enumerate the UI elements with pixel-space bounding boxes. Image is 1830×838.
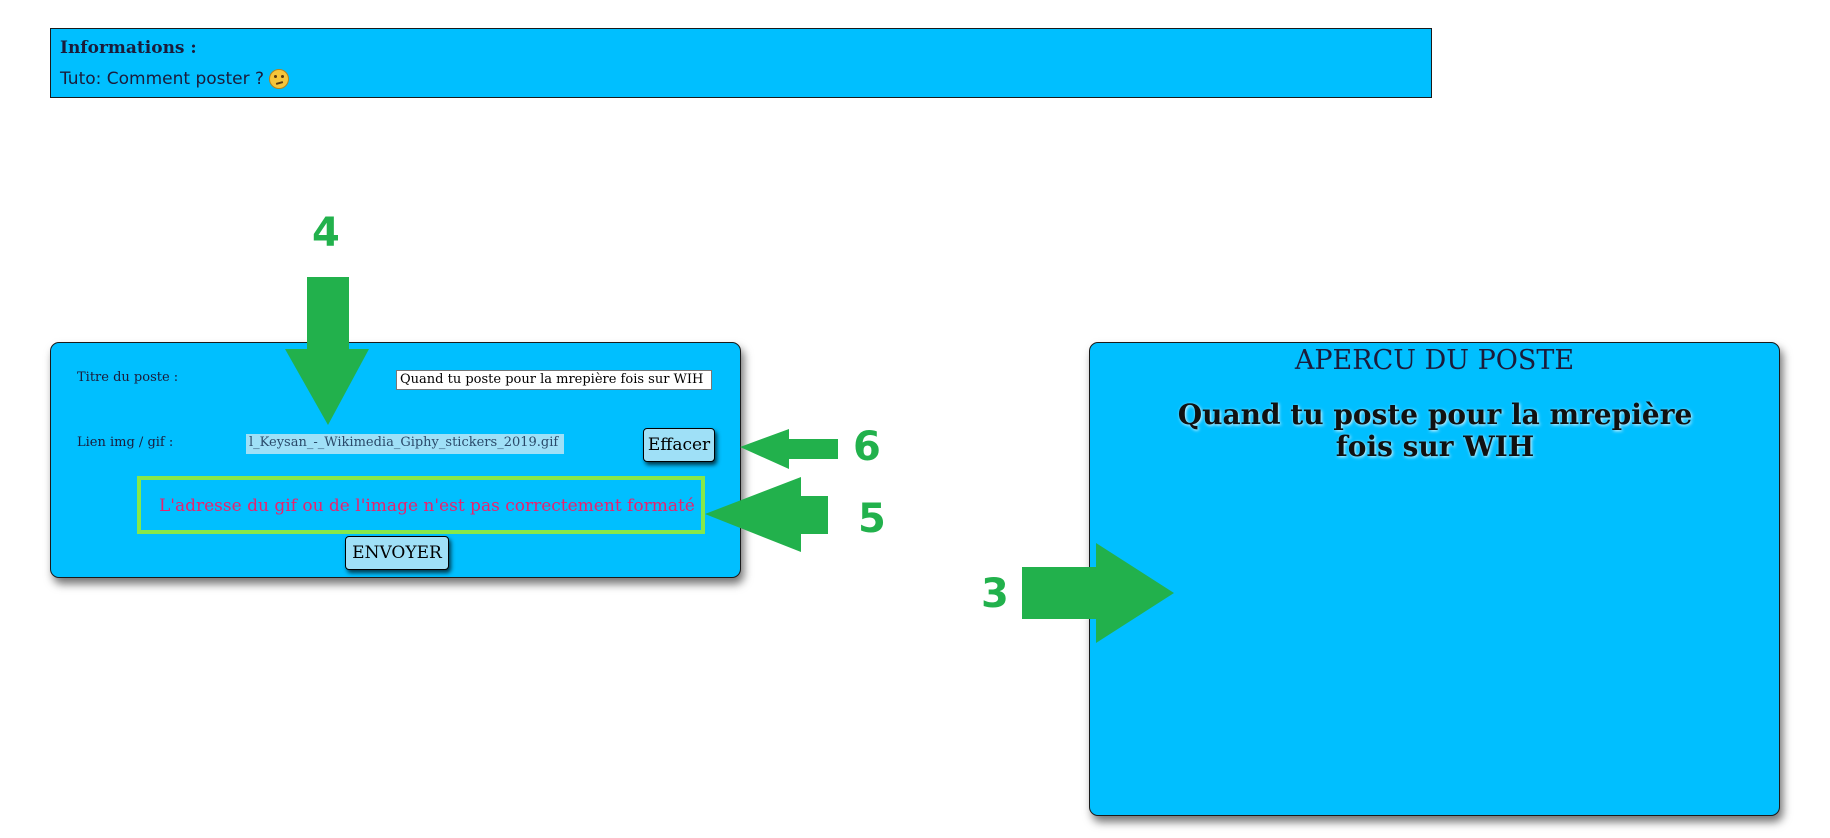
image-link-label: Lien img / gif : — [77, 435, 174, 450]
tutorial-link-text[interactable]: Tuto: Comment poster ? — [60, 69, 265, 89]
annotation-number-4: 4 — [312, 210, 340, 256]
annotation-number-6: 6 — [853, 424, 881, 470]
annotation-number-3: 3 — [981, 571, 1009, 617]
title-input[interactable]: Quand tu poste pour la mrepière fois sur… — [396, 370, 712, 390]
error-highlight-box: L'adresse du gif ou de l'image n'est pas… — [137, 476, 705, 534]
send-button[interactable]: ENVOYER — [345, 536, 449, 570]
tutorial-link[interactable]: Tuto: Comment poster ? — [60, 69, 290, 89]
annotation-number-5: 5 — [858, 496, 886, 542]
image-link-input[interactable]: l_Keysan_-_Wikimedia_Giphy_stickers_2019… — [246, 434, 564, 454]
annotation-arrow-left-clear — [740, 429, 838, 469]
post-form: Titre du poste : Quand tu poste pour la … — [50, 342, 741, 578]
annotation-arrow-right-preview — [1022, 543, 1174, 643]
error-message: L'adresse du gif ou de l'image n'est pas… — [159, 496, 695, 516]
thinking-face-icon — [269, 69, 290, 89]
annotation-arrow-down — [285, 277, 369, 425]
clear-button[interactable]: Effacer — [643, 428, 715, 462]
info-title: Informations : — [60, 38, 197, 58]
info-banner: Informations : Tuto: Comment poster ? — [50, 28, 1432, 98]
annotation-arrow-left-error — [705, 477, 828, 552]
post-preview: APERCU DU POSTE Quand tu poste pour la m… — [1089, 342, 1780, 816]
title-label: Titre du poste : — [77, 370, 179, 385]
preview-heading: APERCU DU POSTE — [1294, 345, 1575, 376]
preview-title: Quand tu poste pour la mrepière fois sur… — [1177, 398, 1693, 464]
